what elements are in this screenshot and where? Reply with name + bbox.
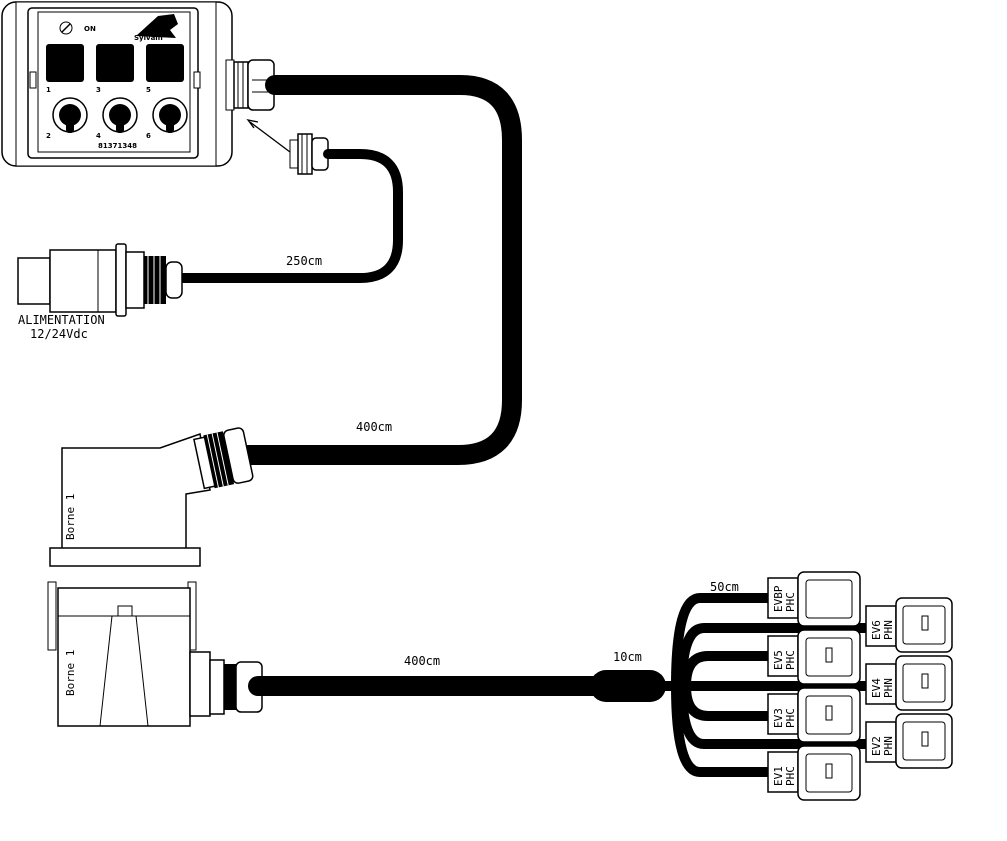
valve-type: PHC xyxy=(784,708,797,728)
valve-ev6: EV6 PHN xyxy=(865,597,953,653)
main-cable-bottom-length: 400cm xyxy=(404,654,440,668)
bottom-block-label: Borne 1 xyxy=(64,650,77,696)
valve-name: EVBP xyxy=(772,585,785,612)
valve-type: PHC xyxy=(784,592,797,612)
top-connector-hood: Borne 1 xyxy=(49,427,254,567)
screw-icon xyxy=(59,21,73,35)
split-length: 10cm xyxy=(613,650,642,664)
valve-ev3: EV3 PHC xyxy=(767,687,861,743)
valve-ev1: EV1 PHC xyxy=(767,745,861,801)
power-supply-connector xyxy=(17,243,183,317)
control-box: ON Sylvain 1 3 5 2 4 6 813 xyxy=(1,1,233,167)
valve-name: EV6 xyxy=(870,620,883,640)
switch-number-3: 3 xyxy=(96,86,101,94)
toggle-switch-icon[interactable] xyxy=(52,97,88,133)
valve-name: EV4 xyxy=(870,678,883,698)
brand-name: Sylvain xyxy=(134,34,163,42)
toggle-switch-icon[interactable] xyxy=(102,97,138,133)
valve-type: PHC xyxy=(784,650,797,670)
switch-number-5: 5 xyxy=(146,86,151,94)
valve-name: EV3 xyxy=(772,708,785,728)
valve-type: PHN xyxy=(882,678,895,698)
power-supply-label-1: ALIMENTATION xyxy=(18,313,105,327)
part-number: 81371348 xyxy=(98,142,137,150)
valve-name: EV2 xyxy=(870,736,883,756)
split-sleeve xyxy=(590,670,666,702)
main-cable-top xyxy=(238,75,522,465)
power-cable xyxy=(175,149,403,283)
power-supply-label-2: 12/24Vdc xyxy=(30,327,88,341)
valve-ev2: EV2 PHN xyxy=(865,713,953,769)
switch-number-1: 1 xyxy=(46,86,51,94)
valve-evbp: EVBP PHC xyxy=(767,571,861,627)
valve-ev5: EV5 PHC xyxy=(767,629,861,685)
bottom-connector-base: Borne 1 xyxy=(47,581,263,727)
switch-number-6: 6 xyxy=(146,132,151,140)
power-gland xyxy=(289,133,329,175)
valve-ev4: EV4 PHN xyxy=(865,655,953,711)
main-cable-top-length: 400cm xyxy=(356,420,392,434)
valve-type: PHC xyxy=(784,766,797,786)
valve-type: PHN xyxy=(882,736,895,756)
valve-name: EV5 xyxy=(772,650,785,670)
switch-window-1 xyxy=(46,44,84,82)
switch-window-5 xyxy=(146,44,184,82)
switch-number-4: 4 xyxy=(96,132,101,140)
brand-logo: Sylvain xyxy=(134,14,178,42)
valve-name: EV1 xyxy=(772,766,785,786)
box-cable-gland xyxy=(225,59,275,111)
valve-type: PHN xyxy=(882,620,895,640)
on-label: ON xyxy=(84,25,96,33)
branch-wires xyxy=(655,593,873,777)
toggle-switch-icon[interactable] xyxy=(152,97,188,133)
bypass-length: 50cm xyxy=(710,580,739,594)
switch-number-2: 2 xyxy=(46,132,51,140)
power-cable-length: 250cm xyxy=(286,254,322,268)
switch-window-3 xyxy=(96,44,134,82)
top-block-label: Borne 1 xyxy=(64,494,77,540)
